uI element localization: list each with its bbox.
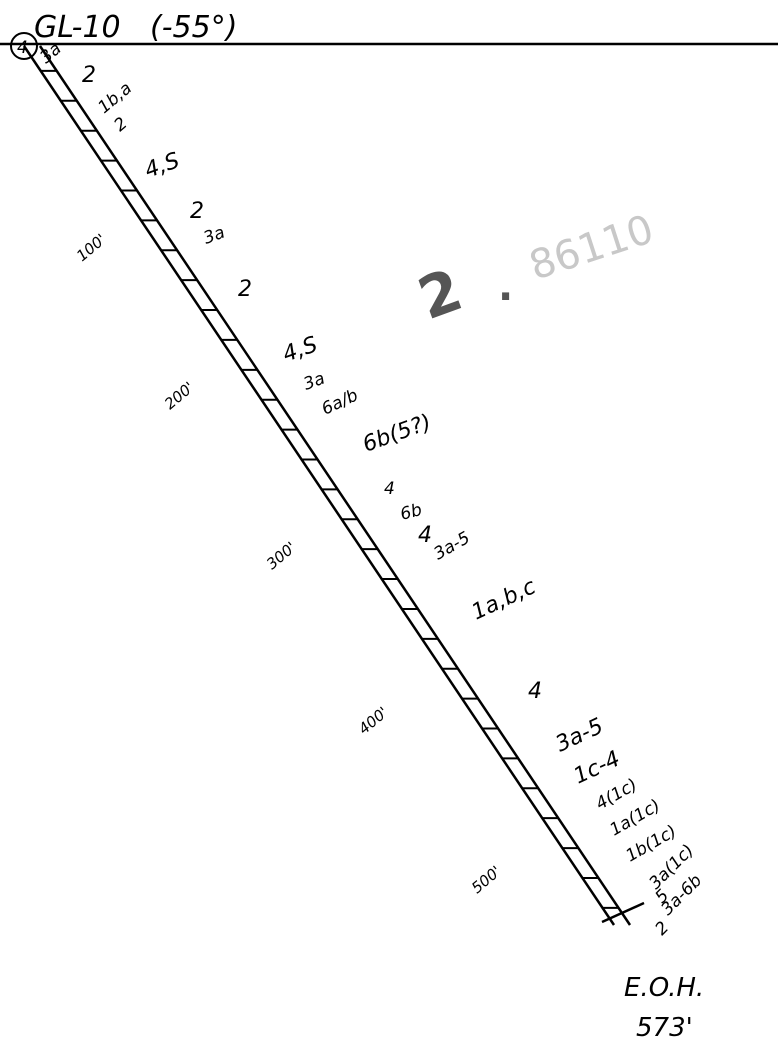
hole-trace-left: [22, 45, 616, 926]
litho-label: 4,S: [142, 148, 183, 183]
eoh-depth: 573': [636, 1013, 693, 1043]
litho-label: 2: [190, 199, 204, 224]
litho-label: 6a/b: [319, 385, 362, 419]
litho-label: 4: [384, 479, 395, 499]
depth-mark-100: 100': [73, 230, 110, 265]
litho-label: 4,S: [280, 332, 321, 367]
depth-mark-300: 300': [263, 538, 300, 573]
depth-mark-500: 500': [468, 862, 505, 897]
hole-trace-right: [38, 45, 632, 926]
litho-label: 2: [238, 277, 252, 302]
stamp-number: 2: [410, 255, 471, 333]
litho-label: 6b: [398, 500, 424, 525]
litho-label: 4: [528, 679, 542, 704]
hole-tick-marks: [40, 69, 619, 909]
depth-mark-200: 200': [161, 378, 198, 413]
litho-label: 2: [110, 114, 131, 136]
eoh-label: E.O.H.: [624, 973, 704, 1003]
depth-mark-400: 400': [355, 703, 392, 738]
collar-marker-circle: [10, 32, 38, 60]
eoh-cap: [601, 901, 645, 924]
stamp-faint-digits: 86110: [524, 206, 659, 289]
litho-label: 6b(5?): [360, 410, 435, 458]
hole-title: GL-10: [34, 10, 121, 45]
stamp-separator: .: [498, 264, 513, 310]
litho-label: 3a-5: [552, 714, 607, 758]
hole-angle: (-55°): [150, 10, 237, 45]
litho-label: 1b,a: [94, 78, 136, 117]
litho-label: 1a,b,c: [468, 574, 540, 625]
litho-label: 3a-5: [431, 528, 474, 564]
litho-label: 3a: [201, 223, 228, 249]
litho-label: 4: [418, 523, 432, 548]
litho-label: 2: [82, 63, 96, 88]
litho-label: 3a: [301, 369, 328, 395]
litho-label: 2: [651, 918, 673, 940]
collar-marker-label: 4: [17, 38, 28, 58]
